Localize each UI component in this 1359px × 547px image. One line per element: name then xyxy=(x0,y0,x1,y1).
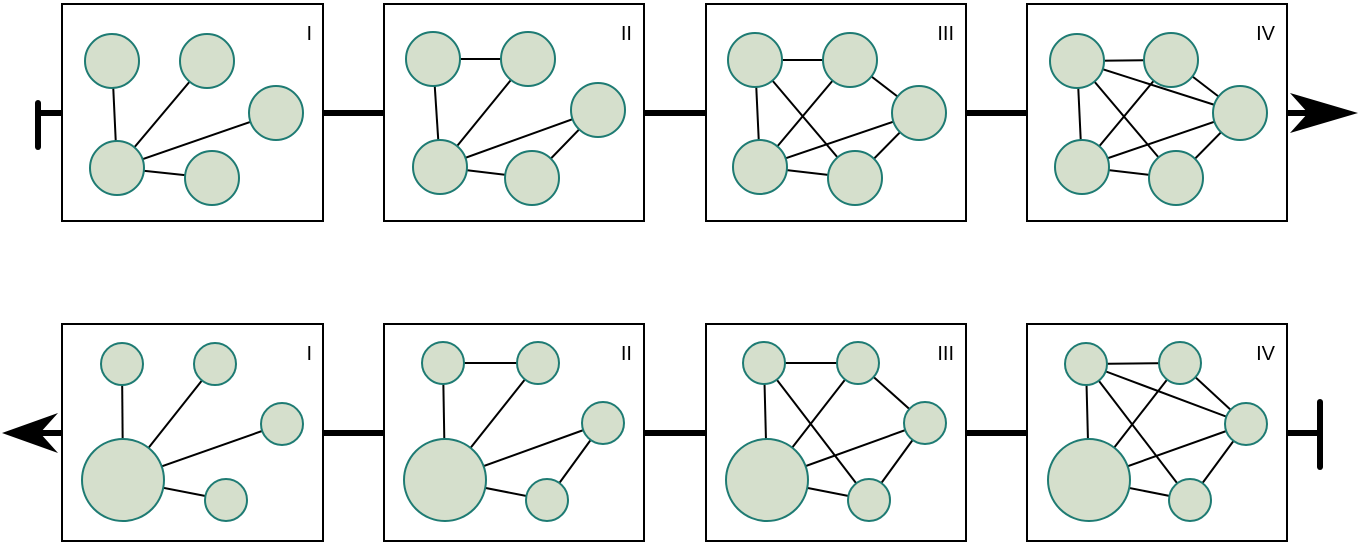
network-node xyxy=(1047,438,1131,522)
network-node xyxy=(89,140,145,196)
panel-label: IV xyxy=(1256,23,1276,45)
bottom-flow-arrowhead xyxy=(2,413,58,453)
network-node xyxy=(500,31,556,87)
bottom-panel-2: II xyxy=(383,323,645,542)
network-node xyxy=(84,33,140,89)
edge xyxy=(1085,363,1247,425)
network-node xyxy=(727,32,783,88)
network-node xyxy=(193,342,237,386)
network-node xyxy=(847,478,891,522)
top-panel-4: IV xyxy=(1026,3,1288,222)
panel-label: IV xyxy=(1256,343,1276,365)
network-node xyxy=(570,82,626,138)
network-node xyxy=(1049,33,1105,89)
edge xyxy=(763,362,870,501)
network-node xyxy=(836,341,880,385)
top-panel-2: II xyxy=(383,3,645,222)
network-node xyxy=(1224,402,1268,446)
edge xyxy=(1085,363,1191,501)
top-flow-arrowhead xyxy=(1290,93,1358,133)
network-node xyxy=(1054,139,1110,195)
network-node xyxy=(421,341,465,385)
panel-label: III xyxy=(937,23,954,45)
network-node xyxy=(903,401,947,445)
network-node xyxy=(525,478,569,522)
network-node xyxy=(516,341,560,385)
network-node xyxy=(248,85,304,141)
network-node xyxy=(581,401,625,445)
panel-label: I xyxy=(306,23,312,45)
top-panel-1: I xyxy=(61,3,324,222)
network-node xyxy=(81,438,165,522)
edge xyxy=(116,112,277,169)
network-node xyxy=(1148,150,1204,206)
top-row-flow xyxy=(35,93,1358,150)
network-node xyxy=(732,139,788,195)
network-node xyxy=(403,438,487,522)
network-node xyxy=(504,150,560,206)
network-node xyxy=(1168,478,1212,522)
network-node xyxy=(1064,342,1108,386)
panel-label: II xyxy=(621,343,632,365)
network-node xyxy=(100,342,144,386)
panel-label: II xyxy=(621,23,632,45)
network-node xyxy=(725,438,809,522)
network-node xyxy=(204,478,248,522)
network-node xyxy=(1143,32,1199,88)
network-node xyxy=(827,150,883,206)
bottom-panel-4: IV xyxy=(1026,323,1288,542)
network-node xyxy=(184,150,240,206)
panel-label: III xyxy=(937,343,954,365)
edge xyxy=(1076,60,1241,114)
network-node xyxy=(1158,341,1202,385)
bottom-row-flow xyxy=(2,399,1323,470)
bottom-panel-1: I xyxy=(61,323,324,542)
network-node xyxy=(1212,85,1268,141)
network-node xyxy=(742,341,786,385)
network-node xyxy=(412,139,468,195)
bottom-panel-3: III xyxy=(705,323,967,542)
network-node xyxy=(405,31,461,87)
network-node xyxy=(822,32,878,88)
top-panel-3: III xyxy=(705,3,967,222)
panel-label: I xyxy=(306,343,312,365)
network-node xyxy=(891,85,947,141)
network-node xyxy=(179,33,235,89)
network-node xyxy=(260,402,304,446)
